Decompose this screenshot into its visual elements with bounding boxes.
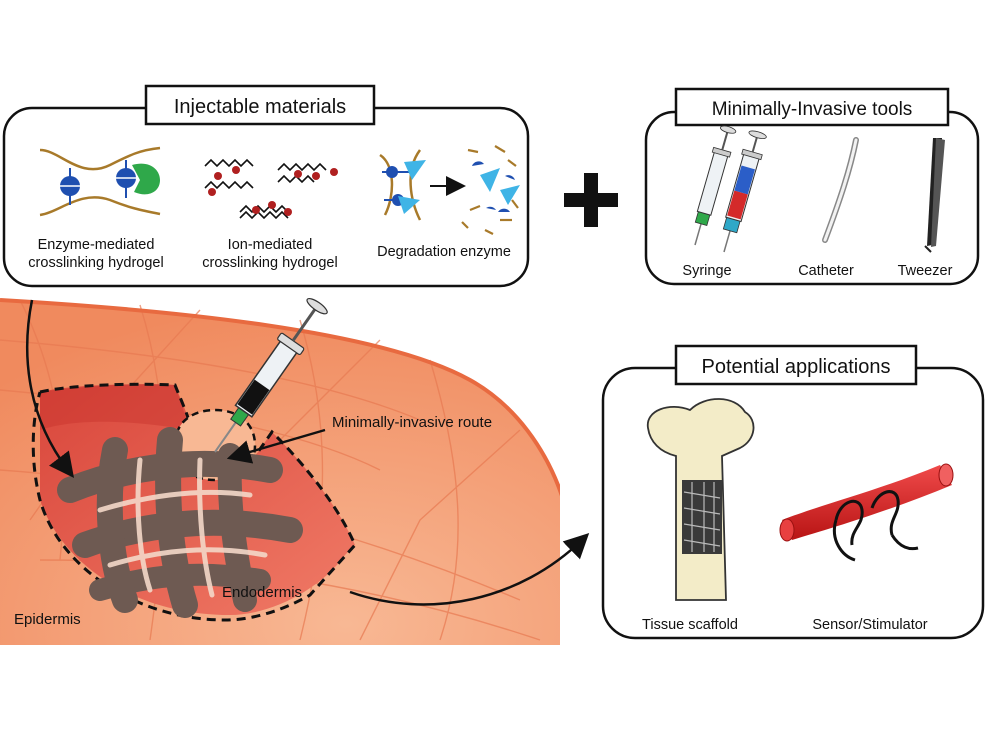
degradation-enzyme-icon [379,145,520,235]
applications-title: Potential applications [701,356,890,378]
endodermis-label: Endodermis [222,584,302,601]
enzyme-label-line2: crosslinking hydrogel [28,255,163,271]
syringe-icon [694,125,767,253]
panel-to-tissue-arrow [25,299,75,478]
tools-title: Minimally-Invasive tools [712,99,913,120]
tissue-to-applications-arrow [349,533,590,606]
applications-title-box [674,344,918,386]
tools-title-box [674,87,950,127]
tools-panel-frame [644,110,980,286]
tweezer-icon [924,138,945,253]
applications-panel: Potential applications Tissue scaffold [601,344,985,640]
injection-syringe [214,297,328,453]
plus-sign [564,173,618,227]
skin-edge [0,298,560,497]
enzyme-crosslink-icon [39,146,161,217]
tweezer-label: Tweezer [898,263,953,279]
scaffold-mesh [57,427,303,618]
tools-panel: Minimally-Invasive tools S [644,87,980,286]
bone-scaffold-icon [647,398,755,601]
vessel-sensor-icon [779,463,954,562]
route-label: Minimally-invasive route [332,414,492,431]
epidermis-label: Epidermis [14,611,81,628]
epidermis-band [40,384,190,430]
catheter-icon [822,137,859,243]
degradation-label: Degradation enzyme [377,244,511,260]
scaffold-mesh-highlight [97,457,268,598]
ion-dots [208,166,338,216]
catheter-label: Catheter [798,263,854,279]
syringe-label: Syringe [682,263,731,279]
injectable-title: Injectable materials [174,96,346,118]
sensor-stimulator-label: Sensor/Stimulator [812,617,927,633]
tissue-scaffold-label: Tissue scaffold [642,617,738,633]
ion-label-line1: Ion-mediated [228,237,313,253]
injectable-title-box [144,84,376,126]
route-arrow [226,428,326,464]
enzyme-label-line1: Enzyme-mediated [38,237,155,253]
injectable-materials-panel: Injectable materials Enzyme-mediated cro… [2,84,530,288]
ion-label-line2: crosslinking hydrogel [202,255,337,271]
wound-dashed-outline [31,382,357,622]
